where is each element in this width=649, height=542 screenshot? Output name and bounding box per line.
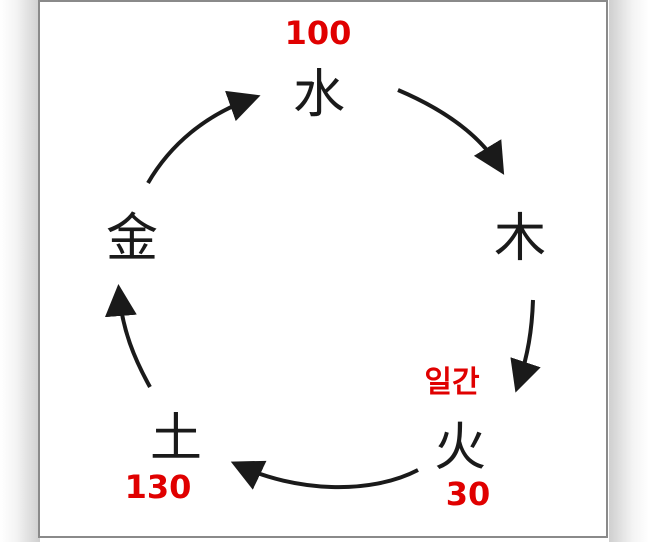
water-value-label: 100 <box>285 14 352 52</box>
fire-node: 火 <box>434 418 486 478</box>
arrow-wood-to-fire <box>510 299 541 393</box>
fire-value-label: 30 <box>446 475 491 513</box>
arrow-fire-to-earth <box>230 460 419 490</box>
arrow-water-to-wood <box>397 88 505 175</box>
earth-node: 土 <box>150 409 202 469</box>
metal-node: 金 <box>106 209 158 269</box>
wood-node: 木 <box>494 209 546 269</box>
arrow-earth-to-metal <box>104 284 152 388</box>
right-shadow <box>609 0 649 542</box>
arrow-metal-to-water <box>146 90 261 185</box>
fire-tag-label: 일간 <box>424 365 480 400</box>
water-node: 水 <box>293 65 345 125</box>
diagram-frame <box>38 0 608 538</box>
earth-value-label: 130 <box>125 468 192 506</box>
left-shadow <box>0 0 40 542</box>
